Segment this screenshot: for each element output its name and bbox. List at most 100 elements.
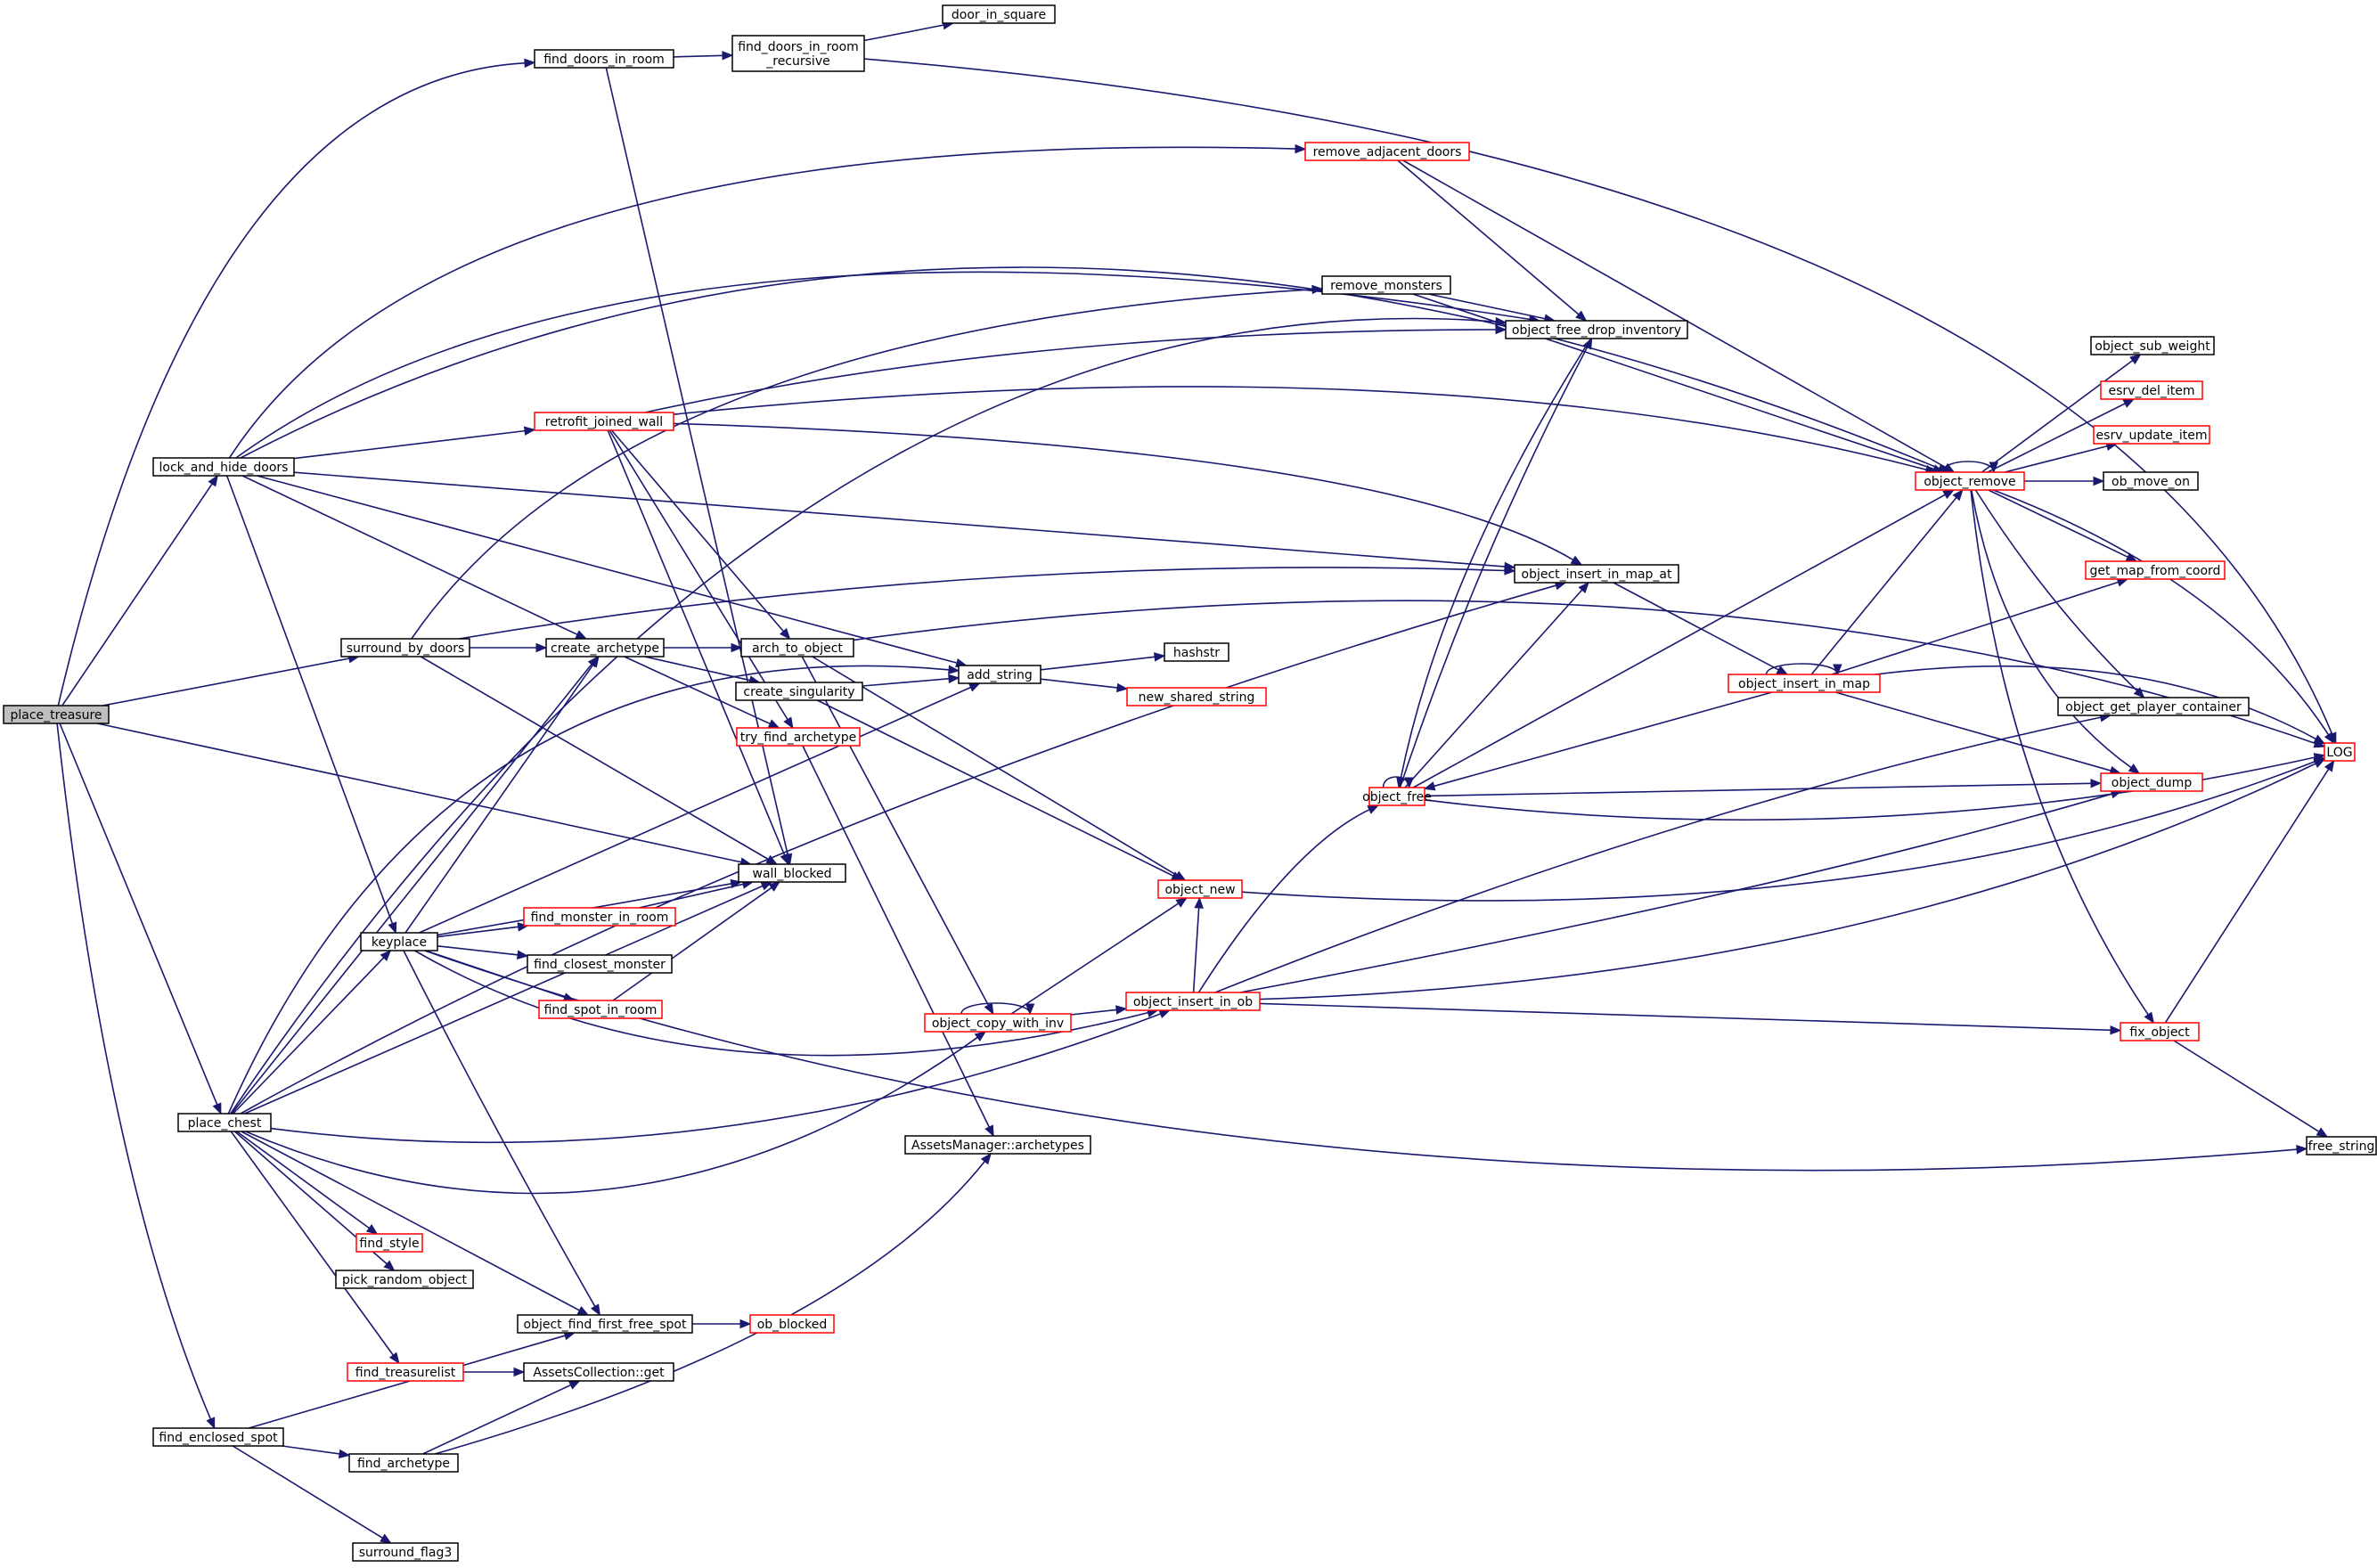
node-remove-adjacent-doors[interactable]: remove_adjacent_doors	[1304, 142, 1470, 161]
node-ob-blocked[interactable]: ob_blocked	[749, 1314, 835, 1334]
node-box	[1304, 142, 1470, 161]
node-find-style[interactable]: find_style	[355, 1233, 423, 1253]
edge-arrowhead	[383, 1260, 396, 1271]
node-box	[152, 1427, 284, 1447]
node-add-string[interactable]: add_string	[958, 665, 1041, 684]
edge-arrowhead	[365, 1224, 379, 1235]
node-assetsmanager-archetypes[interactable]: AssetsManager::archetypes	[904, 1135, 1091, 1155]
node-try-find-archetype[interactable]: try_find_archetype	[736, 727, 861, 747]
edge-surround_by_doors-to-wall_blocked	[420, 656, 778, 865]
node-free-string[interactable]: free_string	[2306, 1136, 2377, 1156]
node-label: object_get_player_container	[2065, 700, 2242, 715]
edge-object_free-to-object_insert_in_map_at	[1404, 582, 1589, 788]
edge-line	[459, 567, 1507, 640]
edge-lock_and_hide_doors-to-remove_adjacent_doors	[228, 143, 1307, 459]
node-find-enclosed-spot[interactable]: find_enclosed_spot	[152, 1427, 284, 1447]
node-box	[352, 1542, 459, 1562]
node-object-free-drop-inventory[interactable]: object_free_drop_inventory	[1505, 320, 1688, 339]
edge-arrowhead	[968, 682, 981, 692]
node-label: place_chest	[188, 1116, 262, 1131]
edge-line	[257, 475, 959, 665]
node-surround-flag3[interactable]: surround_flag3	[352, 1542, 459, 1562]
node-new-shared-string[interactable]: new_shared_string	[1126, 687, 1267, 706]
edge-arrowhead	[338, 1449, 351, 1459]
node-door-in-square[interactable]: door_in_square	[942, 4, 1056, 24]
node-find-doors-in-room-recursive[interactable]: find_doors_in_room_recursive	[731, 35, 865, 72]
edge-place_treasure-to-wall_blocked	[97, 723, 752, 867]
node-fix-object[interactable]: fix_object	[2120, 1022, 2200, 1041]
edge-arrowhead	[2093, 476, 2105, 486]
edge-object_free-to-object_remove	[1412, 489, 1955, 788]
edge-place_treasure-to-lock_and_hide_doors	[61, 474, 218, 706]
node-place-chest[interactable]: place_chest	[177, 1113, 272, 1132]
node-retrofit-joined-wall[interactable]: retrofit_joined_wall	[534, 412, 674, 431]
node-pick-random-object[interactable]: pick_random_object	[335, 1270, 474, 1289]
node-find-closest-monster[interactable]: find_closest_monster	[527, 954, 673, 974]
node-object-insert-in-ob[interactable]: object_insert_in_ob	[1125, 992, 1261, 1011]
node-label: get_map_from_coord	[2090, 564, 2221, 578]
edge-arrowhead	[2313, 734, 2326, 745]
edge-object_copy_with_inv-to-object_new	[1010, 897, 1188, 1015]
edge-arrowhead	[2296, 1144, 2308, 1155]
edge-arrowhead	[980, 1152, 992, 1165]
node-find-treasurelist[interactable]: find_treasurelist	[347, 1362, 464, 1382]
node-get-map-from-coord[interactable]: get_map_from_coord	[2085, 560, 2226, 580]
node-object-sub-weight[interactable]: object_sub_weight	[2090, 336, 2215, 355]
node-surround-by-doors[interactable]: surround_by_doors	[340, 638, 470, 657]
edge-arrowhead	[722, 51, 734, 61]
edge-find_doors_in_room_recursive-to-LOG	[863, 58, 2337, 745]
edge-line	[240, 584, 1557, 1115]
edge-arrowhead	[535, 642, 548, 653]
node-create-singularity[interactable]: create_singularity	[735, 682, 863, 701]
node-box	[1157, 879, 1243, 899]
node-find-spot-in-room[interactable]: find_spot_in_room	[538, 1000, 663, 1019]
node-keyplace[interactable]: keyplace	[360, 932, 438, 951]
node-object-insert-in-map-at[interactable]: object_insert_in_map_at	[1514, 564, 1679, 584]
node-object-free[interactable]: object_free	[1362, 787, 1432, 806]
edge-line	[673, 54, 724, 58]
node-find-monster-in-room[interactable]: find_monster_in_room	[523, 907, 676, 927]
node-remove-monsters[interactable]: remove_monsters	[1321, 275, 1451, 295]
node-box	[1368, 787, 1425, 806]
node-wall-blocked[interactable]: wall_blocked	[738, 863, 846, 883]
edge-line	[1970, 489, 2150, 1017]
node-box	[2103, 471, 2199, 491]
edge-line	[102, 657, 351, 706]
node-object-dump[interactable]: object_dump	[2100, 772, 2203, 792]
node-find-archetype[interactable]: find_archetype	[348, 1453, 459, 1473]
node-object-new[interactable]: object_new	[1157, 879, 1243, 899]
node-object-remove[interactable]: object_remove	[1915, 471, 2025, 491]
edge-line	[225, 475, 394, 925]
node-object-copy-with-inv[interactable]: object_copy_with_inv	[924, 1013, 1072, 1033]
node-lock-and-hide-doors[interactable]: lock_and_hide_doors	[152, 457, 295, 477]
node-create-archetype[interactable]: create_archetype	[545, 638, 665, 657]
node-label: ob_blocked	[757, 1318, 828, 1332]
edge-arrowhead	[984, 1124, 994, 1138]
edge-line	[1810, 496, 1958, 675]
edge-find_archetype-to-AssetsCollection_get	[422, 1380, 581, 1455]
edge-arrowhead	[1495, 316, 1507, 327]
node-object-insert-in-map[interactable]: object_insert_in_map	[1728, 674, 1881, 693]
edge-arch_to_object-to-LOG	[853, 600, 2326, 748]
edge-place_treasure-to-find_doors_in_room	[57, 58, 536, 706]
node-object-get-player-container[interactable]: object_get_player_container	[2057, 697, 2250, 716]
node-box	[731, 35, 865, 72]
edge-line	[419, 686, 972, 934]
node-log[interactable]: LOG	[2324, 742, 2356, 762]
edge-line	[638, 883, 745, 909]
node-place-treasure[interactable]: place_treasure	[3, 705, 110, 724]
node-assetscollection-get[interactable]: AssetsCollection::get	[523, 1362, 674, 1382]
node-label: object_free	[1362, 790, 1432, 804]
node-ob-move-on[interactable]: ob_move_on	[2103, 471, 2199, 491]
node-find-doors-in-room[interactable]: find_doors_in_room	[534, 49, 674, 69]
node-esrv-del-item[interactable]: esrv_del_item	[2100, 380, 2203, 400]
edge-line	[1433, 691, 1773, 788]
node-box	[749, 1314, 835, 1334]
node-esrv-update-item[interactable]: esrv_update_item	[2093, 425, 2210, 445]
node-label: object_insert_in_ob	[1133, 995, 1253, 1009]
node-label: object_insert_in_map_at	[1522, 568, 1673, 582]
node-hashstr[interactable]: hashstr	[1164, 642, 1229, 662]
node-label: free_string	[2308, 1139, 2375, 1154]
node-object-find-first-free-spot[interactable]: object_find_first_free_spot	[517, 1314, 693, 1334]
node-arch-to-object[interactable]: arch_to_object	[740, 638, 854, 657]
